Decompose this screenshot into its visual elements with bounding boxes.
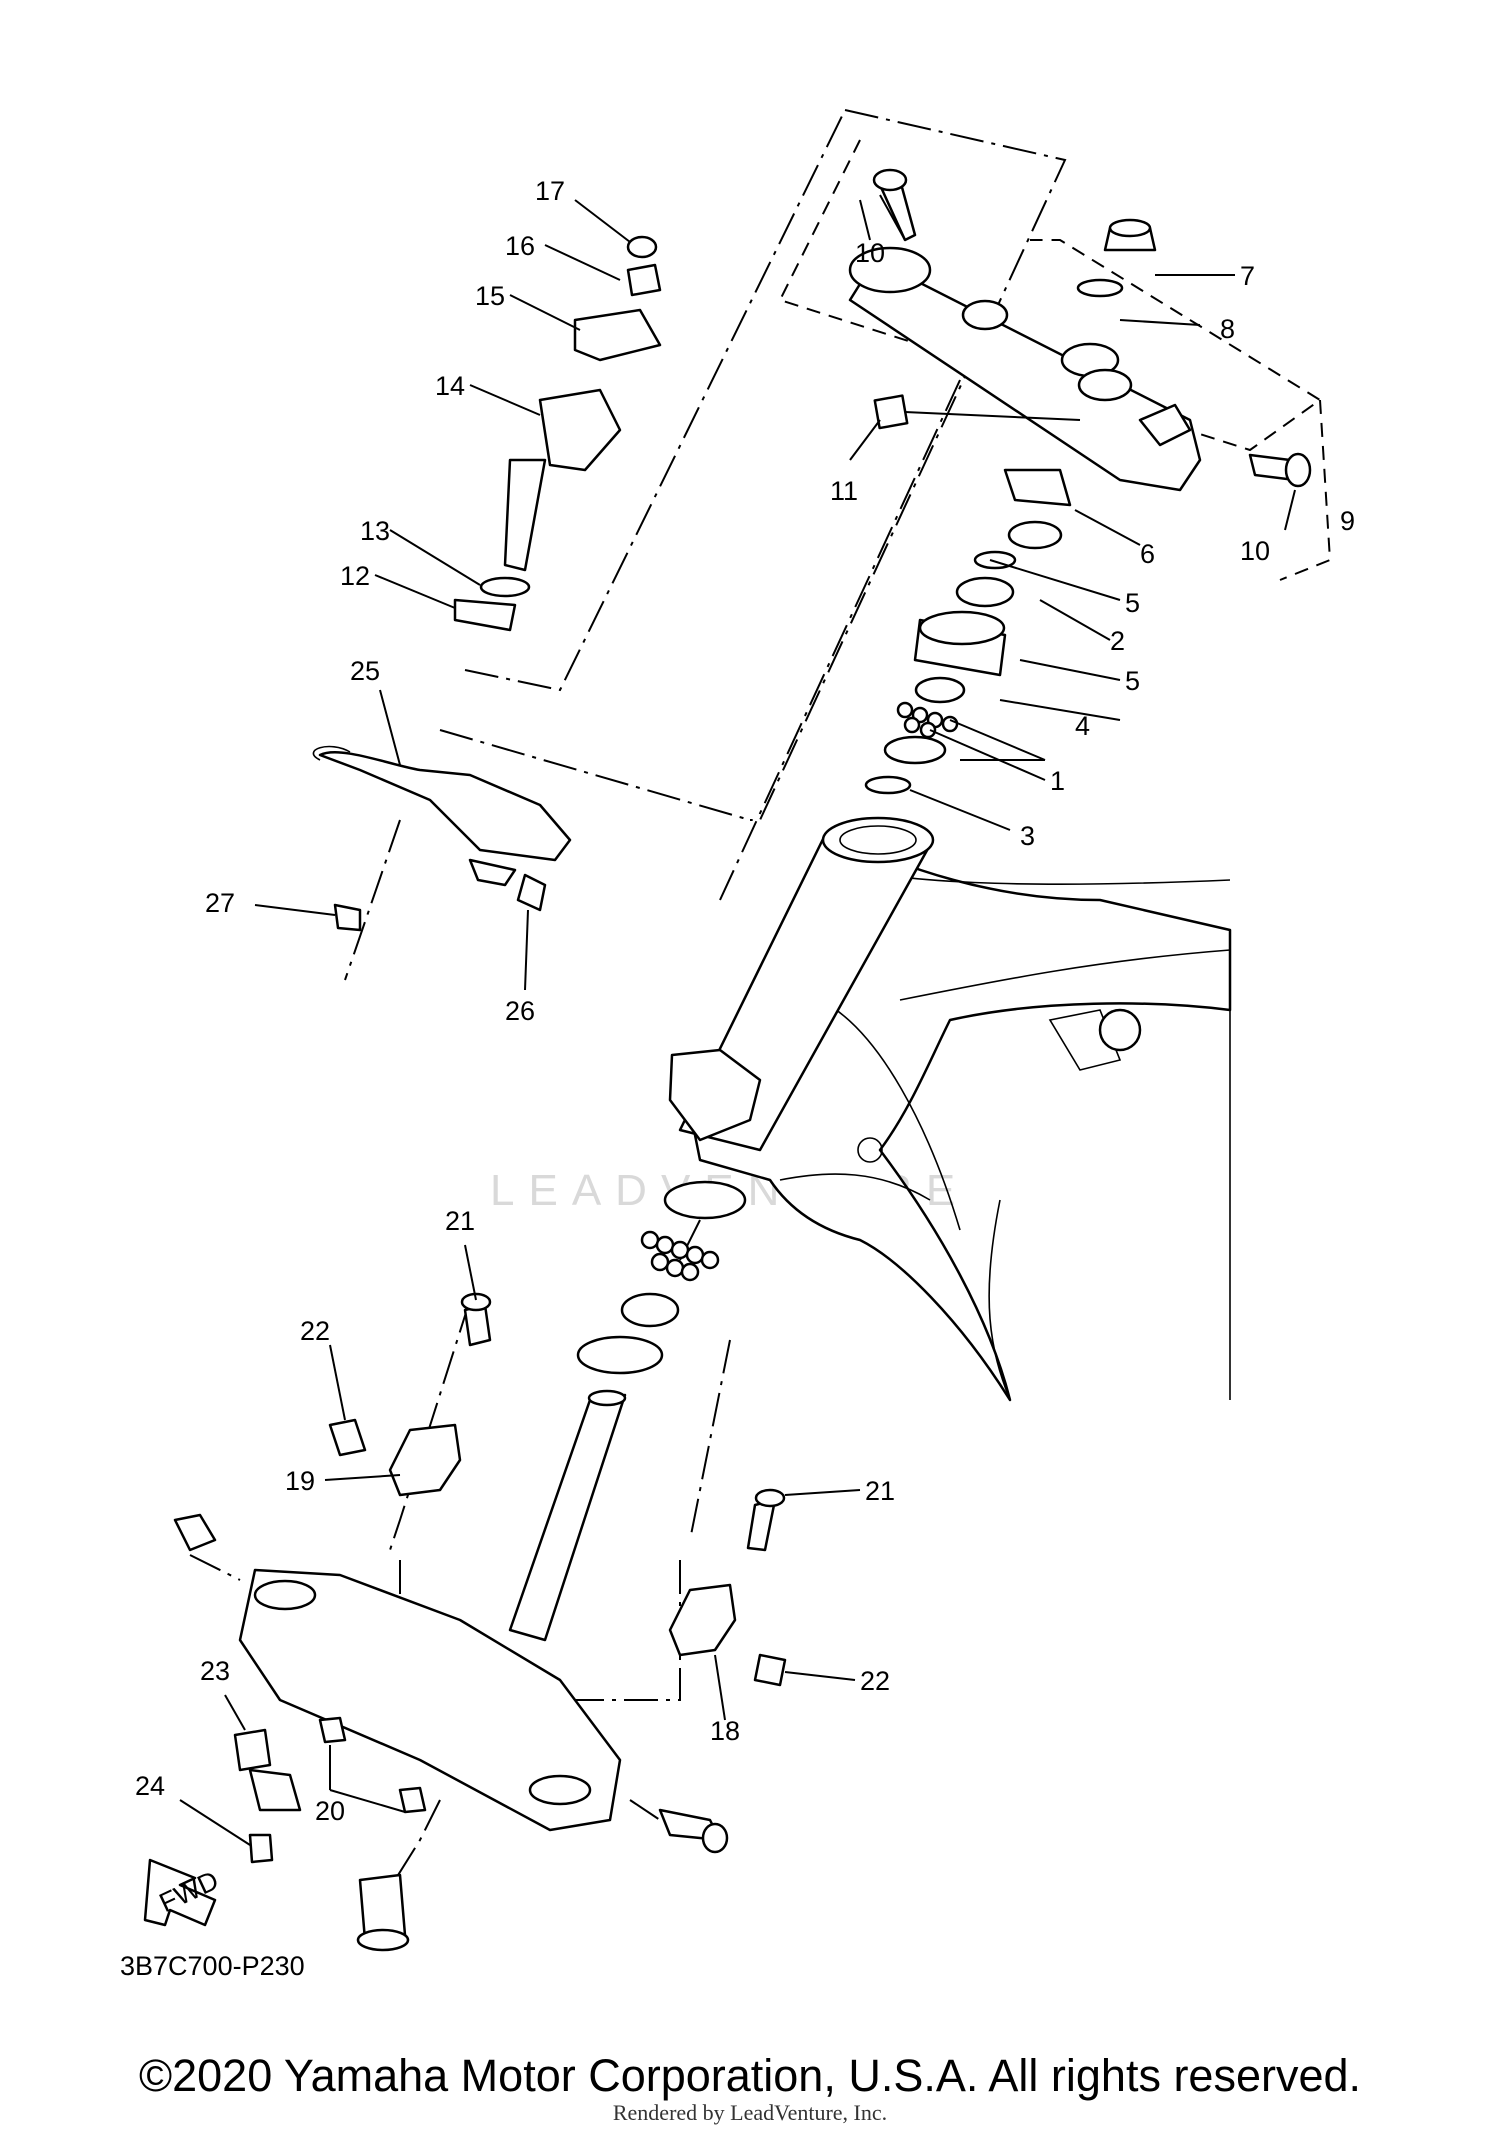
callout-17: 17 [535,176,565,206]
callout-23: 23 [200,1656,230,1686]
callout-21b: 21 [865,1476,895,1506]
bearing-balls-lower [640,1230,720,1282]
upper-bracket [848,246,1202,492]
callout-22a: 22 [300,1316,330,1346]
callout-9: 9 [1340,506,1355,536]
hose-brackets [328,1292,787,1687]
callout-15: 15 [475,281,505,311]
lower-stem [508,1180,747,1642]
rendered-by-note: Rendered by LeadVenture, Inc. [612,2100,888,2125]
callout-19: 19 [285,1466,315,1496]
head-pipe [668,816,935,1152]
fwd-arrow: FWD [143,1858,223,1927]
callout-10b: 10 [1240,536,1270,566]
callout-5a: 5 [1125,588,1140,618]
callout-20: 20 [315,1796,345,1826]
callout-27: 27 [205,888,235,918]
label-sticker [873,394,909,430]
lower-fasteners [233,1716,427,1864]
copyright-notice: ©2020 Yamaha Motor Corporation, U.S.A. A… [138,2050,1362,2101]
reference-lines [189,109,1332,1881]
callout-12: 12 [340,561,370,591]
callout-1: 1 [1050,766,1065,796]
callout-11: 11 [830,476,858,506]
under-bracket [173,1513,729,1952]
callout-10a: 10 [855,238,885,268]
callout-14: 14 [435,371,465,401]
callout-5b: 5 [1125,666,1140,696]
bearing-balls-upper [896,701,959,739]
cable-guide [312,745,572,932]
callout-4: 4 [1075,711,1090,741]
handlebar-holder [453,235,662,632]
callout-7: 7 [1240,261,1255,291]
diagram-code: 3B7C700-P230 [120,1951,305,1981]
callout-2: 2 [1110,626,1125,656]
steering-stack [864,468,1072,795]
callout-13: 13 [360,516,390,546]
callout-25: 25 [350,656,380,686]
leader-lines [179,194,1296,1846]
callout-24: 24 [135,1771,165,1801]
callout-3: 3 [1020,821,1035,851]
callout-18: 18 [710,1716,740,1746]
callout-26: 26 [505,996,535,1026]
callouts: 1 2 3 4 5 5 6 7 8 9 10 10 11 12 13 14 15… [135,176,1355,1826]
callout-16: 16 [505,231,535,261]
crown-bolts [872,168,1312,488]
callout-8: 8 [1220,314,1235,344]
callout-6: 6 [1140,539,1155,569]
callout-22b: 22 [860,1666,890,1696]
callout-21a: 21 [445,1206,475,1236]
